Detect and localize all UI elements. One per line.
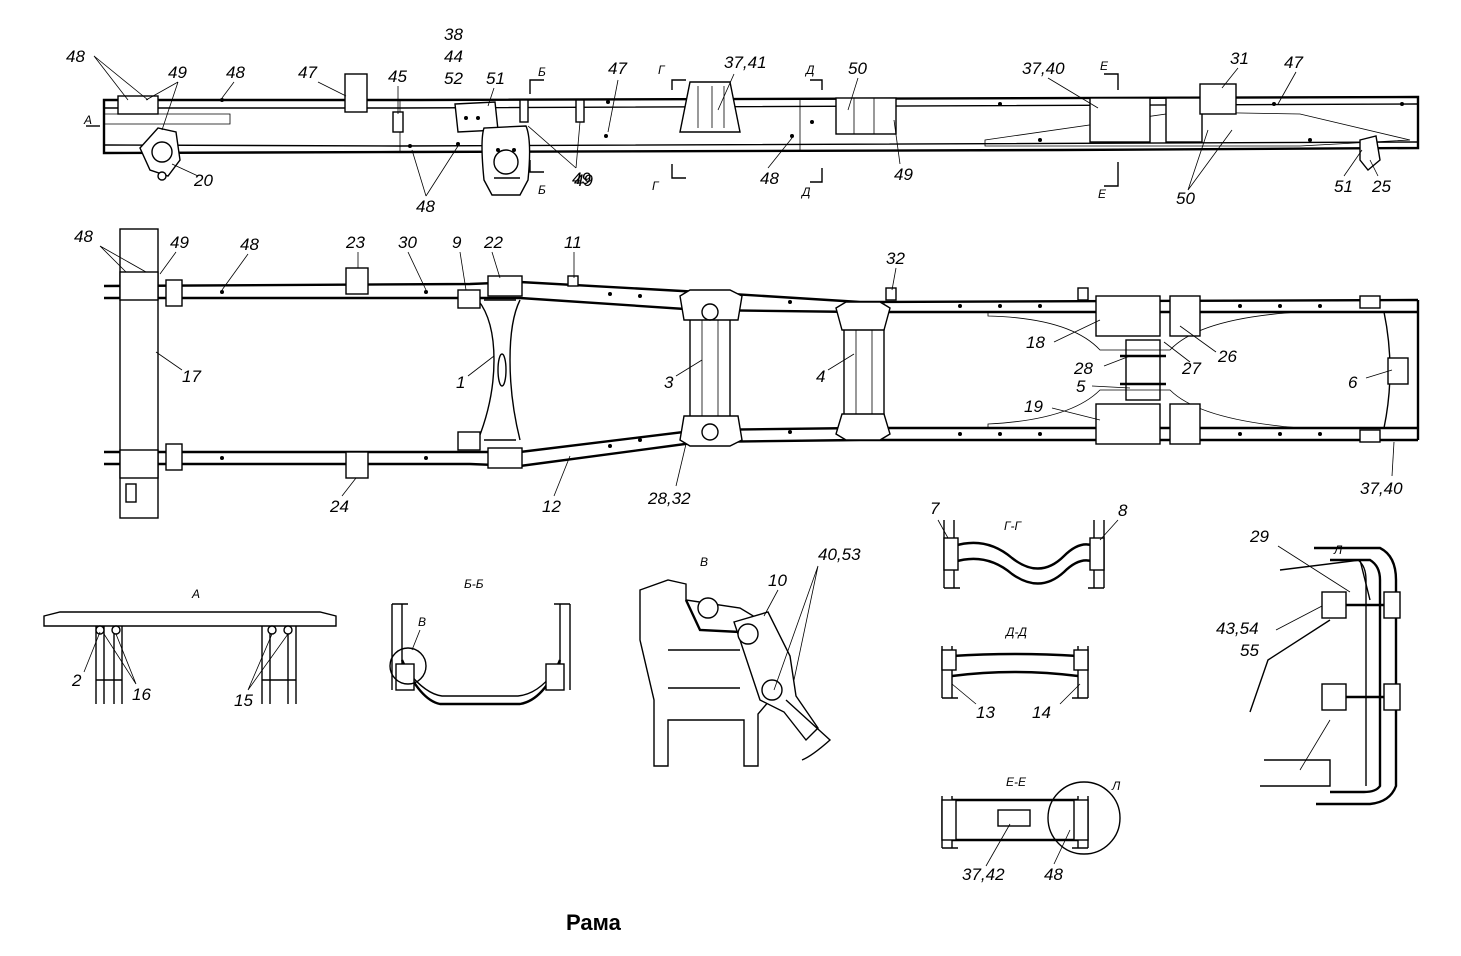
- callout: 37,40: [1022, 59, 1065, 78]
- callout: 15: [234, 691, 253, 710]
- plan-view-leaders: [99, 245, 1395, 497]
- view-l: Л 29 43,54 55: [1216, 527, 1401, 806]
- drawing-title: Рама: [566, 910, 622, 935]
- callout: 49: [894, 165, 913, 184]
- callout: 50: [1176, 189, 1195, 208]
- callout: 20: [193, 171, 213, 190]
- view-label: Г-Г: [1004, 519, 1023, 533]
- callout: 10: [768, 571, 787, 590]
- callout: 2: [71, 671, 82, 690]
- callout: 19: [1024, 397, 1043, 416]
- plan-view-callouts: 48 49 48 23 30 9 22 11 32 17 1 3 4 18 28…: [74, 227, 1403, 516]
- view-label: Л: [1333, 543, 1343, 557]
- callout: 43,54: [1216, 619, 1259, 638]
- side-view-callouts: 48 49 48 47 45 38 44 52 51 49 47 37,41 5…: [66, 25, 1391, 216]
- callout: 31: [1230, 49, 1249, 68]
- callout: В: [418, 615, 426, 629]
- callout: 37,41: [724, 53, 767, 72]
- view-label: Е-Е: [1006, 775, 1027, 789]
- callout: 32: [886, 249, 905, 268]
- callout: 50: [848, 59, 867, 78]
- callout: 25: [1371, 177, 1391, 196]
- callout: 4: [816, 367, 825, 386]
- callout: 12: [542, 497, 561, 516]
- side-view-leaders: [93, 55, 1379, 197]
- section-mark: Д: [804, 63, 815, 77]
- callout: 49: [170, 233, 189, 252]
- callout: 1: [456, 373, 465, 392]
- callout: 24: [329, 497, 349, 516]
- view-label: Б-Б: [464, 577, 484, 591]
- callout: 13: [976, 703, 995, 722]
- callout: 44: [444, 47, 463, 66]
- plan-view: [103, 228, 1420, 519]
- callout: 30: [398, 233, 417, 252]
- section-mark: Е: [1100, 59, 1109, 73]
- view-ee: Е-Е 37,42 48 Л: [941, 775, 1121, 884]
- callout: 29: [1249, 527, 1269, 546]
- view-label: Д-Д: [1004, 625, 1027, 639]
- callout: 48: [66, 47, 85, 66]
- callout: 14: [1032, 703, 1051, 722]
- section-mark: Б: [538, 65, 546, 79]
- section-mark: А: [83, 113, 92, 127]
- view-bb: Б-Б В: [389, 577, 571, 706]
- callout: 9: [452, 233, 462, 252]
- callout: 3: [664, 373, 674, 392]
- callout: 51: [1334, 177, 1353, 196]
- callout: 17: [182, 367, 201, 386]
- callout: 8: [1118, 501, 1128, 520]
- callout: 48: [1044, 865, 1063, 884]
- callout: 27: [1181, 359, 1201, 378]
- view-a: А 2 16 15: [43, 587, 337, 710]
- callout: 49: [572, 169, 591, 188]
- section-mark: Г: [652, 179, 660, 193]
- callout: 26: [1217, 347, 1237, 366]
- callout: 52: [444, 69, 463, 88]
- plan-view-rivets: [220, 290, 1322, 460]
- callout: 16: [132, 685, 151, 704]
- callout: 18: [1026, 333, 1045, 352]
- view-label: В: [700, 555, 708, 569]
- section-mark: Д: [800, 185, 811, 199]
- callout: 48: [240, 235, 259, 254]
- callout: 48: [760, 169, 779, 188]
- callout: 48: [74, 227, 93, 246]
- callout: 7: [930, 499, 940, 518]
- side-view: [86, 73, 1420, 196]
- callout: 47: [608, 59, 627, 78]
- view-dd: Д-Д 13 14: [941, 625, 1089, 722]
- callout: 5: [1076, 377, 1086, 396]
- callout: 49: [574, 171, 593, 190]
- callout: 49: [168, 63, 187, 82]
- callout: 28: [1073, 359, 1093, 378]
- callout: 23: [345, 233, 365, 252]
- callout: 28,32: [647, 489, 691, 508]
- callout: 55: [1240, 641, 1259, 660]
- callout: 11: [564, 233, 582, 252]
- callout: 37,40: [1360, 479, 1403, 498]
- section-mark: Г: [658, 63, 666, 77]
- callout: 48: [416, 197, 435, 216]
- view-label: А: [191, 587, 200, 601]
- callout: 6: [1348, 373, 1358, 392]
- section-mark: Е: [1098, 187, 1107, 201]
- callout: 40,53: [818, 545, 861, 564]
- view-gg: Г-Г 7 8: [930, 499, 1128, 589]
- callout: 51: [486, 69, 505, 88]
- callout: 48: [226, 63, 245, 82]
- callout: 22: [483, 233, 503, 252]
- callout: 47: [298, 63, 317, 82]
- callout: Л: [1111, 779, 1121, 793]
- callout: 37,42: [962, 865, 1005, 884]
- callout: 38: [444, 25, 463, 44]
- callout: 47: [1284, 53, 1303, 72]
- view-v: В 10 40,53: [639, 545, 861, 767]
- callout: 45: [388, 67, 407, 86]
- side-view-rivets: [220, 98, 1404, 152]
- section-mark: Б: [538, 183, 546, 197]
